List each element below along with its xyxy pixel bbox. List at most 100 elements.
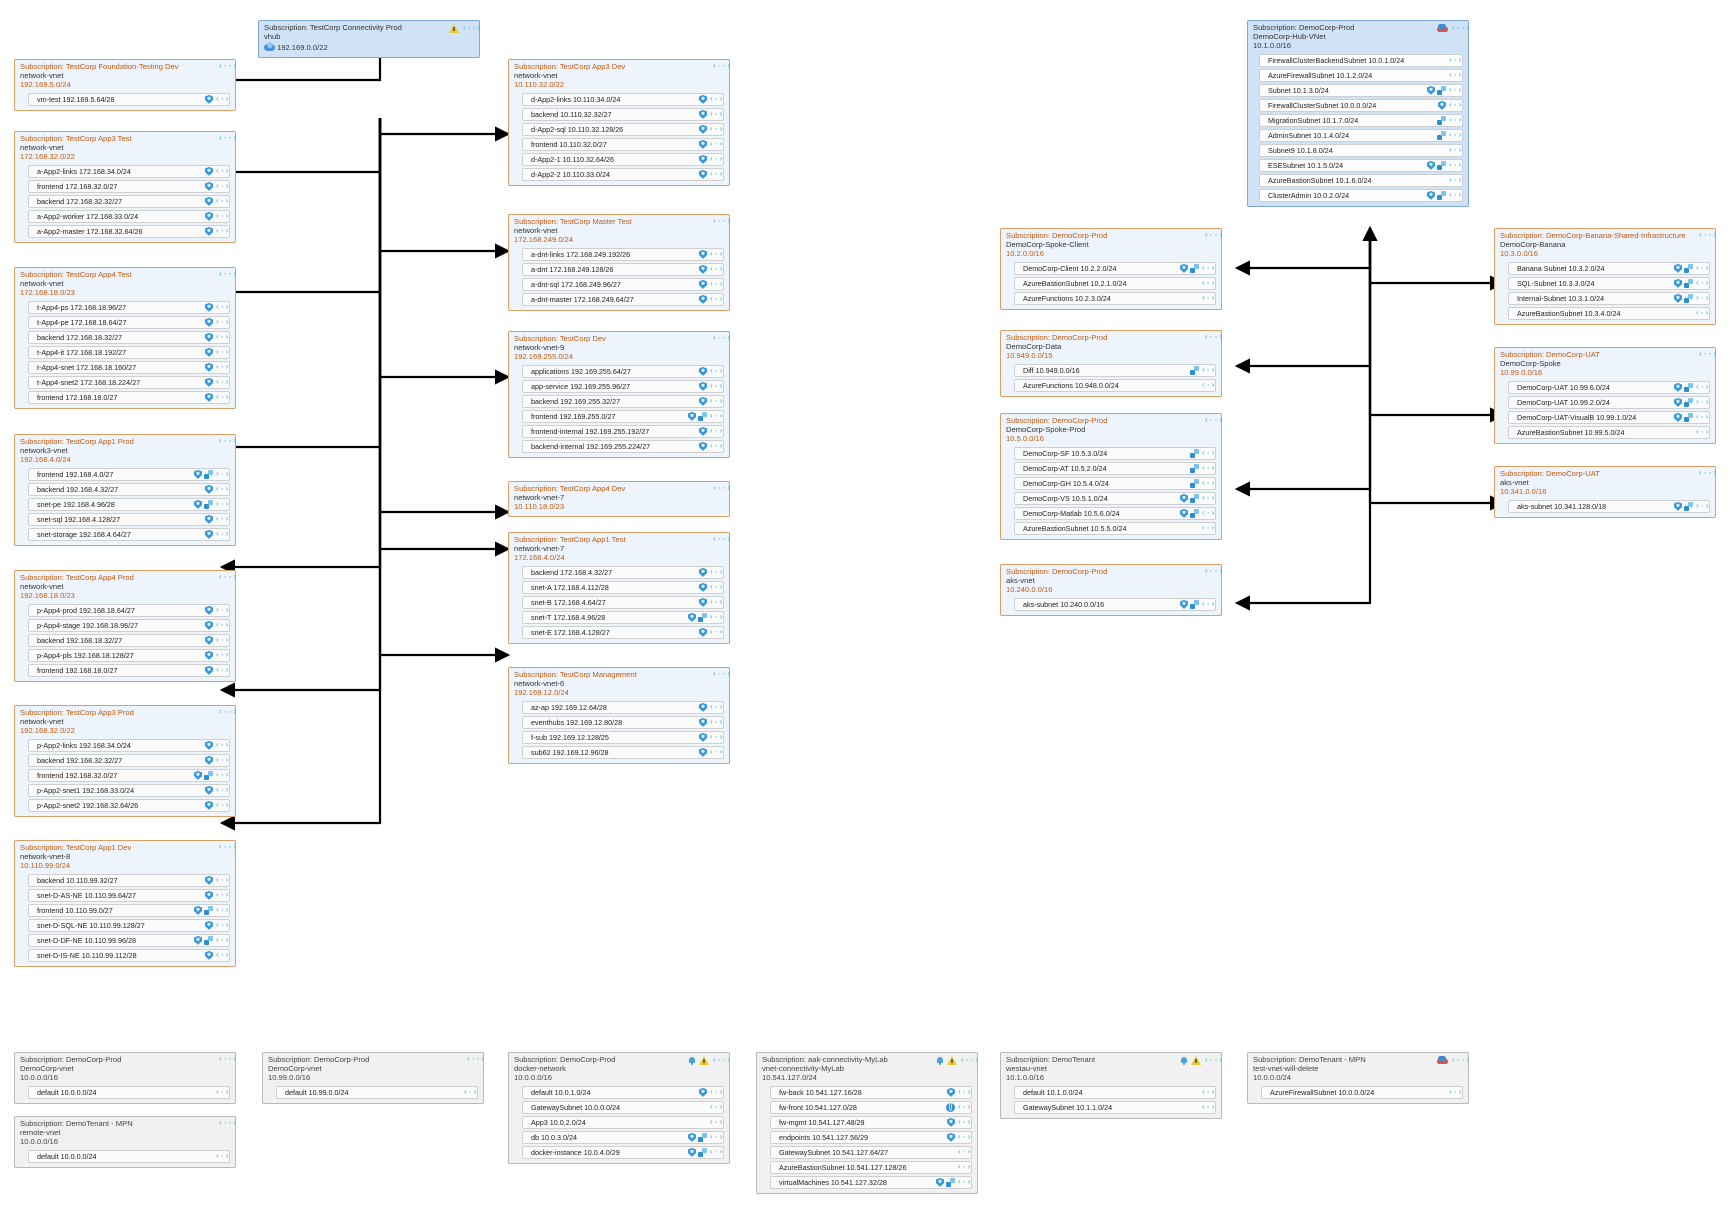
peering-icon[interactable] [215,348,226,357]
subnet-row[interactable]: a-App2-master 172.168.32.64/26 [28,224,230,238]
peering-icon[interactable] [1448,146,1459,155]
peering-icon[interactable] [1201,381,1212,390]
peering-icon[interactable] [957,1163,968,1172]
subnet-row[interactable]: frontend 192.169.255.0/27 [522,409,724,423]
peering-icon[interactable] [1204,568,1216,576]
peering-icon[interactable] [1204,334,1216,342]
peering-icon[interactable] [1204,1057,1216,1065]
subnet-row[interactable]: t-App4-snet2 172.168.18.224/27 [28,375,230,389]
peering-icon[interactable] [1695,309,1706,318]
peering-icon[interactable] [1695,279,1706,288]
peering-icon[interactable] [1201,279,1212,288]
peering-icon[interactable] [1201,600,1212,609]
subnet-row[interactable]: backend 172.168.32.32/27 [28,194,230,208]
peering-icon[interactable] [218,271,230,279]
peering-icon[interactable] [1448,56,1459,65]
vnet-card-testcorp-connectivity-prod[interactable]: Subscription: TestCorp Connectivity Prod… [258,20,480,58]
peering-icon[interactable] [712,485,724,493]
peering-icon[interactable] [709,568,720,577]
peering-icon[interactable] [709,628,720,637]
subnet-row[interactable]: DemoCorp-VS 10.5.1.0/24 [1014,491,1216,505]
peering-icon[interactable] [1448,86,1459,95]
subnet-row[interactable]: frontend-internal 192.169.255.192/27 [522,424,724,438]
peering-icon[interactable] [1695,413,1706,422]
peering-icon[interactable] [1698,470,1710,478]
peering-icon[interactable] [709,1133,720,1142]
subnet-row[interactable]: frontend 172.168.18.0/27 [28,390,230,404]
subnet-row[interactable]: p-App2-snet1 192.168.33.0/24 [28,783,230,797]
subnet-row[interactable]: frontend 172.168.32.0/27 [28,179,230,193]
peering-icon[interactable] [1695,264,1706,273]
subnet-row[interactable]: snet-storage 192.168.4.64/27 [28,527,230,541]
peering-icon[interactable] [712,1057,724,1065]
peering-icon[interactable] [215,636,226,645]
peering-icon[interactable] [709,427,720,436]
peering-icon[interactable] [709,110,720,119]
subnet-row[interactable]: MigrationSubnet 10.1.7.0/24 [1259,113,1463,127]
peering-icon[interactable] [215,876,226,885]
peering-icon[interactable] [1695,294,1706,303]
peering-icon[interactable] [215,333,226,342]
subnet-row[interactable]: f-sub 192.169.12.128/25 [522,730,724,744]
subnet-row[interactable]: ESESubnet 10.1.5.0/24 [1259,158,1463,172]
subnet-row[interactable]: snet-E 172.168.4.128/27 [522,625,724,639]
subnet-row[interactable]: aks-subnet 10.240.0.0/16 [1014,597,1216,611]
peering-icon[interactable] [709,170,720,179]
peering-icon[interactable] [1201,1088,1212,1097]
peering-icon[interactable] [709,703,720,712]
peering-icon[interactable] [709,155,720,164]
subnet-row[interactable]: sub62 192.169.12.96/28 [522,745,724,759]
peering-icon[interactable] [215,197,226,206]
peering-icon[interactable] [215,621,226,630]
subnet-row[interactable]: snet-D-AS-NE 10.110.99.64/27 [28,888,230,902]
peering-icon[interactable] [1204,232,1216,240]
subnet-row[interactable]: AzureBastionSubnet 10.1.6.0/24 [1259,173,1463,187]
subnet-row[interactable]: aks-subnet 10.341.128.0/18 [1508,499,1710,513]
peering-icon[interactable] [215,485,226,494]
subnet-row[interactable]: applications 192.169.255.64/27 [522,364,724,378]
subnet-row[interactable]: FirewallClusterSubnet 10.0.0.0/24 [1259,98,1463,112]
peering-icon[interactable] [1448,131,1459,140]
peering-icon[interactable] [709,382,720,391]
subnet-row[interactable]: DemoCorp-UAT 10.99.2.0/24 [1508,395,1710,409]
peering-icon[interactable] [709,412,720,421]
subnet-row[interactable]: frontend 192.168.18.0/27 [28,663,230,677]
subnet-row[interactable]: AzureBastionSubnet 10.3.4.0/24 [1508,306,1710,320]
subnet-row[interactable]: default 10.1.0.0/24 [1014,1085,1216,1099]
peering-icon[interactable] [215,318,226,327]
subnet-row[interactable]: snet-D-IS-NE 10.110.99.112/28 [28,948,230,962]
subnet-row[interactable]: t-App4-it 172.168.18.192/27 [28,345,230,359]
peering-icon[interactable] [215,363,226,372]
peering-icon[interactable] [1448,161,1459,170]
peering-icon[interactable] [215,906,226,915]
peering-icon[interactable] [709,598,720,607]
subnet-row[interactable]: p-App4-pls 192.168.18.128/27 [28,648,230,662]
subnet-row[interactable]: t-App4-snet 172.168.18.160/27 [28,360,230,374]
peering-icon[interactable] [712,671,724,679]
peering-icon[interactable] [1201,509,1212,518]
peering-icon[interactable] [957,1178,968,1187]
subnet-row[interactable]: GatewaySubnet 10.1.1.0/24 [1014,1100,1216,1114]
subnet-row[interactable]: snet-D-DF-NE 10.110.99.96/28 [28,933,230,947]
subnet-row[interactable]: p-App4-stage 192.168.18.96/27 [28,618,230,632]
peering-icon[interactable] [709,748,720,757]
subnet-row[interactable]: Diff 10.949.0.0/16 [1014,363,1216,377]
subnet-row[interactable]: backend 192.168.32.32/27 [28,753,230,767]
peering-icon[interactable] [215,771,226,780]
peering-icon[interactable] [712,218,724,226]
subnet-row[interactable]: Subnet 10.1.3.0/24 [1259,83,1463,97]
peering-icon[interactable] [1201,464,1212,473]
subnet-row[interactable]: DemoCorp-UAT 10.99.6.0/24 [1508,380,1710,394]
subnet-row[interactable]: GatewaySubnet 10.541.127.64/27 [770,1145,972,1159]
subnet-row[interactable]: fw-mgmt 10.541.127.48/29 [770,1115,972,1129]
peering-icon[interactable] [215,951,226,960]
peering-icon[interactable] [709,1103,720,1112]
subnet-row[interactable]: frontend 192.168.4.0/27 [28,467,230,481]
subnet-row[interactable]: DemoCorp-GH 10.5.4.0/24 [1014,476,1216,490]
subnet-row[interactable]: docker-instance 10.0.4.0/29 [522,1145,724,1159]
subnet-row[interactable]: t-App4-ps 172.168.18.96/27 [28,300,230,314]
